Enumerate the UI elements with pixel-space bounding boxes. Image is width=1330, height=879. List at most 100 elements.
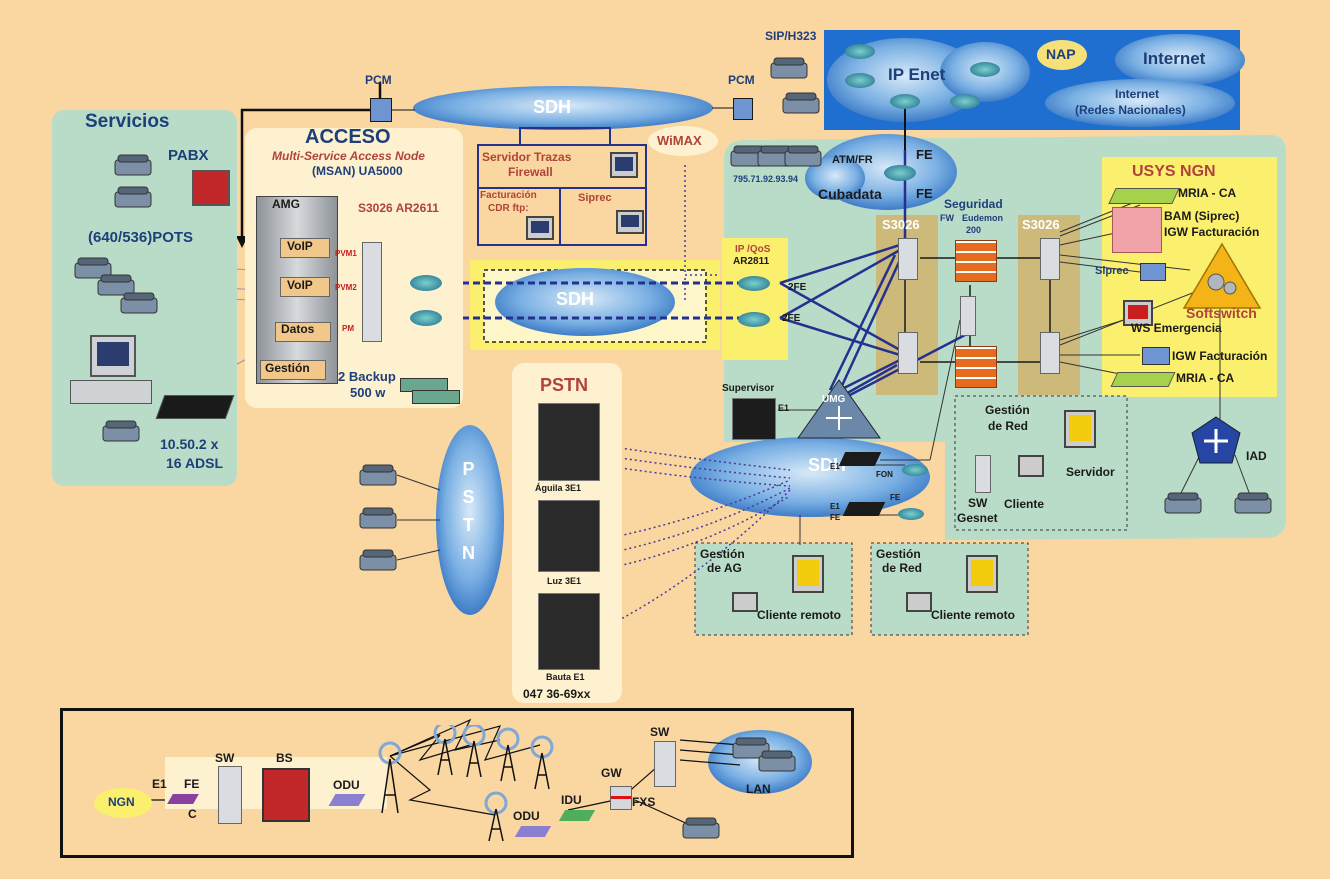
pstn-cloud-label: P S T N bbox=[462, 459, 475, 563]
server-cabinet-icon bbox=[538, 403, 600, 481]
fe-label-c: FE bbox=[890, 493, 901, 502]
siprec-label: Siprec bbox=[1095, 265, 1129, 277]
cliente-label: Cliente bbox=[1004, 497, 1045, 511]
router-icon bbox=[950, 94, 980, 109]
pcm-left-icon bbox=[370, 98, 392, 122]
gestion-ag-1: Gestión bbox=[700, 547, 745, 561]
fw-label: FW bbox=[940, 213, 954, 223]
fxs-label: FXS bbox=[632, 795, 656, 809]
firewall-icon bbox=[955, 240, 997, 282]
phone-icon bbox=[118, 290, 160, 316]
usys-ngn-title: USYS NGN bbox=[1132, 163, 1216, 180]
access-links bbox=[440, 281, 770, 320]
mria-ca-bottom-label: MRIA - CA bbox=[1176, 371, 1235, 385]
computer-base bbox=[70, 380, 152, 404]
phone-icon bbox=[756, 748, 798, 774]
router-icon bbox=[884, 165, 916, 181]
router-icon bbox=[410, 310, 442, 326]
firewall-label: Firewall bbox=[508, 165, 553, 179]
sdh-top-cloud bbox=[413, 86, 713, 130]
switch-icon bbox=[362, 242, 382, 342]
phone-numbers-label: 795.71.92.93.94 bbox=[733, 174, 799, 184]
gw-label: GW bbox=[601, 766, 622, 780]
voip-label-1: VoIP bbox=[287, 239, 313, 253]
softswitch-label: Softswitch bbox=[1186, 305, 1257, 321]
gestion-red-top-2: de Red bbox=[988, 419, 1029, 433]
backup-label-1: 2 Backup bbox=[338, 369, 396, 384]
fe-wimax-label: FE bbox=[184, 777, 200, 791]
modem-icon bbox=[838, 452, 882, 466]
phone-icon bbox=[780, 90, 822, 116]
ip-qos-label: IP /QoS bbox=[735, 244, 771, 255]
ip-enet-label: IP Enet bbox=[888, 65, 946, 84]
iad-icon bbox=[1191, 416, 1241, 464]
mria-server-icon bbox=[1108, 188, 1180, 204]
computer-icon bbox=[906, 592, 932, 612]
wimax-detail-box bbox=[60, 708, 854, 858]
amg-label: AMG bbox=[272, 197, 300, 211]
s3026-left-label: S3026 bbox=[882, 217, 920, 232]
phone-icon bbox=[730, 735, 772, 761]
switch-icon bbox=[898, 238, 918, 280]
odu-icon bbox=[514, 826, 552, 837]
internet-nacional-label-1: Internet bbox=[1115, 87, 1160, 101]
router-icon bbox=[902, 464, 928, 476]
pabx-cabinet-icon bbox=[192, 170, 230, 206]
ipqos-panel bbox=[722, 238, 788, 360]
antenna-tower-group bbox=[378, 725, 554, 842]
gestion-red-b-2: de Red bbox=[882, 561, 923, 575]
servicios-title: Servicios bbox=[85, 111, 170, 132]
idu-label: IDU bbox=[561, 793, 582, 807]
umg-label: UMG bbox=[822, 394, 846, 405]
sw-wimax-right-label: SW bbox=[650, 725, 670, 739]
siprec-small-label: Siprec bbox=[578, 192, 612, 204]
phone-icon bbox=[100, 418, 142, 444]
s3026-right-label: S3026 bbox=[1022, 217, 1060, 232]
nap-label: NAP bbox=[1046, 46, 1076, 62]
mria-ca-top-label: MRIA - CA bbox=[1178, 186, 1237, 200]
phone-icon bbox=[782, 143, 824, 169]
pcm-left-label: PCM bbox=[365, 73, 392, 87]
router-icon bbox=[738, 312, 770, 327]
odu-right-label: ODU bbox=[513, 809, 540, 823]
c-wimax-label: C bbox=[188, 807, 197, 821]
datos-label: Datos bbox=[281, 322, 315, 336]
bauta-label: Bauta E1 bbox=[546, 672, 585, 682]
switch-icon bbox=[1040, 332, 1060, 374]
pabx-label: PABX bbox=[168, 147, 209, 164]
adsl-modem-icon bbox=[155, 395, 235, 419]
phone-icon bbox=[112, 184, 154, 210]
pstn-title: PSTN bbox=[540, 375, 589, 395]
phone-icon bbox=[357, 547, 399, 573]
acceso-title: ACCESO bbox=[305, 126, 391, 148]
sdh-bottom-label: SDH bbox=[808, 455, 847, 475]
odu-left-label: ODU bbox=[333, 778, 360, 792]
eudemon-label: Eudemon bbox=[962, 213, 1004, 223]
mria-server-icon bbox=[1110, 372, 1176, 387]
router-icon bbox=[410, 275, 442, 291]
computer-icon bbox=[732, 592, 758, 612]
e1-supervisor-label: E1 bbox=[778, 403, 790, 413]
fon-label: FON bbox=[876, 470, 893, 479]
pvm2-label: PVM2 bbox=[335, 283, 357, 292]
ws-emergencia-label: WS Emergencia bbox=[1131, 321, 1222, 335]
fe-label-b: FE bbox=[830, 513, 841, 522]
sdh-top-label: SDH bbox=[533, 97, 572, 117]
2fe-label-a: 2FE bbox=[788, 282, 807, 293]
e1-wimax-label: E1 bbox=[152, 777, 167, 791]
server-cabinet-icon bbox=[538, 500, 600, 572]
computer-icon bbox=[610, 152, 638, 178]
gestion-red-top-1: Gestión bbox=[985, 403, 1030, 417]
s3026-ar2611-label: S3026 AR2611 bbox=[358, 201, 439, 215]
base-station-icon bbox=[262, 768, 310, 822]
phone-icon bbox=[357, 505, 399, 531]
seguridad-label: Seguridad bbox=[944, 197, 1003, 211]
pvm1-label: PVM1 bbox=[335, 249, 357, 258]
2fe-label-b: 2FE bbox=[782, 313, 801, 324]
facturacion-label: Facturación bbox=[480, 190, 537, 201]
phone-icon bbox=[112, 152, 154, 178]
phone-icon bbox=[357, 462, 399, 488]
sip-h323-label: SIP/H323 bbox=[765, 29, 817, 43]
idu-icon bbox=[558, 810, 596, 821]
